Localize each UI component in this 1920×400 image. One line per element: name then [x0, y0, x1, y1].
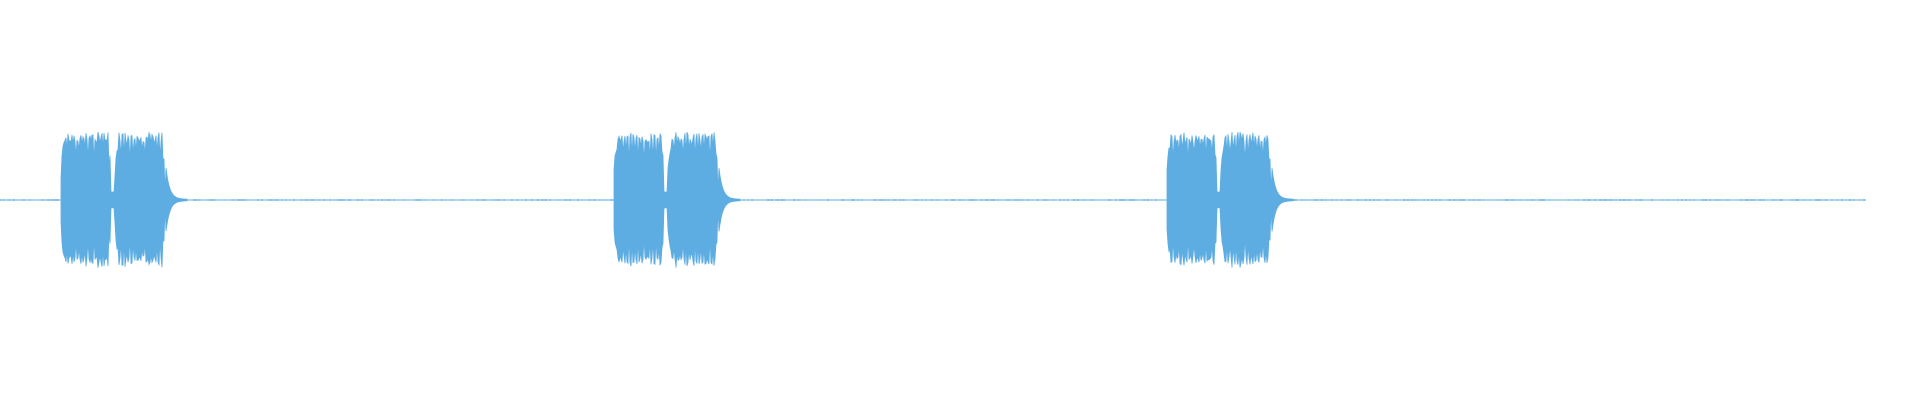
waveform-burst-3 [1166, 131, 1294, 268]
silence-noise [0, 198, 1865, 202]
waveform-burst-1 [60, 131, 188, 268]
waveform-bursts [60, 131, 1294, 268]
noise-trace [0, 198, 1865, 202]
waveform-burst-2 [613, 132, 741, 268]
